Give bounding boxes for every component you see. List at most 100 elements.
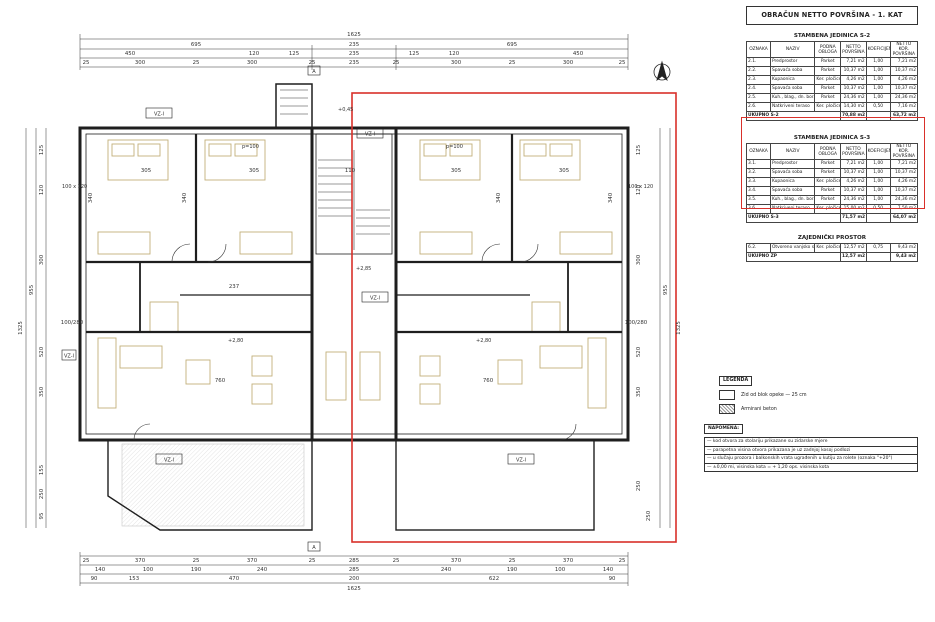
dim-left-seg: 120 (39, 184, 45, 195)
walls (78, 83, 630, 442)
dim-bottom-r3: 153 (129, 576, 139, 582)
dim-bottom-r2: 240 (441, 567, 452, 573)
dim-corridor: 237 (229, 284, 239, 290)
dim-window-small: 100/280 (625, 320, 648, 326)
dim-living-width: 760 (483, 378, 494, 384)
dim-left-mid: 955 (29, 285, 35, 295)
dim-room-height: 340 (496, 192, 502, 203)
dim-bottom-r1: 25 (83, 558, 90, 564)
dim-top-r4: 25 (393, 60, 400, 66)
dim-right-seg: 300 (636, 254, 642, 265)
table-row: 6.2.Otvoreno vanjsko stubišteKer. pločic… (746, 243, 919, 253)
dim-right-seg: 350 (636, 386, 642, 397)
dim-top-r3: 120 (449, 51, 460, 57)
note-item: — kod otvora za stolariju prikazane su z… (705, 438, 917, 447)
legend-item: Zid od blok opeke — 25 cm (719, 390, 919, 400)
header-cell: OZNAKA (746, 41, 771, 58)
dim-left-seg: 125 (39, 145, 45, 155)
dim-top-r4: 25 (193, 60, 200, 66)
dim-top-r4: 235 (349, 60, 359, 66)
dim-bottom-r3: 622 (489, 576, 499, 582)
top-dimension-chain (79, 34, 629, 70)
dim-right-overall: 1325 (676, 321, 682, 335)
window-tag: VZ-I (145, 107, 173, 119)
staircase (280, 89, 390, 250)
notes: NAPOMENA: — kod otvora za stolariju prik… (704, 424, 918, 472)
left-dimension-chain (25, 128, 47, 528)
dim-top-r3: 235 (349, 51, 359, 57)
dim-top-r4: 25 (83, 60, 90, 66)
dim-room-width: 305 (451, 168, 461, 174)
dim-right-mid: 955 (663, 285, 669, 295)
dim-bottom-r2: 140 (95, 567, 106, 573)
svg-text:VZ-I: VZ-I (516, 458, 526, 464)
unit-s2-section: STAMBENA JEDINICA S-2 OZNAKA NAZIV PODNA… (745, 31, 919, 121)
header-cell: NETTO KOR. POVRŠINA (889, 41, 919, 58)
dim-top-r4: 25 (619, 60, 626, 66)
dim-left-seg: 155 (39, 465, 45, 475)
svg-text:VZ-I: VZ-I (370, 296, 380, 302)
dim-top-left: 695 (191, 42, 201, 48)
svg-text:VZ-I: VZ-I (164, 458, 174, 464)
terraces (107, 439, 595, 531)
dim-left-overall: 1325 (18, 321, 24, 335)
door-label: p=100 (446, 144, 463, 150)
svg-text:A: A (312, 545, 316, 551)
section-marker-bottom: A (307, 541, 321, 552)
dim-bottom-r2: 100 (143, 567, 154, 573)
dim-left-seg: 95 (39, 513, 45, 520)
notes-box: — kod otvora za stolariju prikazane su z… (704, 437, 918, 472)
unit-s3-table: OZNAKA NAZIV PODNA OBLOGA NETTO POVRŠINA… (745, 143, 919, 223)
section-marker-top: A (307, 65, 321, 76)
dim-living-width: 760 (215, 378, 226, 384)
dim-bottom-r1: 25 (619, 558, 626, 564)
dim-bottom-r2: 140 (603, 567, 614, 573)
header-cell: NETTO POVRŠINA (840, 41, 867, 58)
dim-top-right: 695 (507, 42, 517, 48)
dim-top-r4: 25 (509, 60, 516, 66)
window-size-label: 100 x 120 (628, 184, 653, 190)
dim-bottom-r1: 25 (193, 558, 200, 564)
dim-bottom-r3: 90 (609, 576, 616, 582)
dim-bottom-r2: 100 (555, 567, 566, 573)
header-cell: NAZIV (769, 41, 816, 58)
section-title: STAMBENA JEDINICA S-3 (793, 135, 871, 141)
note-item: — u slučaju prozora i balkonskih vrata u… (705, 455, 917, 464)
svg-text:VZ-I: VZ-I (64, 354, 74, 360)
area-calculation-panel: OBRAČUN NETTO POVRŠINA - 1. KAT STAMBENA… (745, 6, 919, 262)
dim-right-seg: 125 (636, 145, 642, 155)
legend-item: Armirani beton (719, 404, 919, 414)
brick-wall-swatch-icon (719, 390, 735, 400)
dim-bottom-r2: 190 (507, 567, 518, 573)
level-label-stair: +0,45 (338, 107, 353, 113)
bottom-dimension-chain (79, 552, 629, 586)
dim-bottom-r3: 470 (229, 576, 240, 582)
furniture-layer (97, 139, 613, 409)
dim-top-r4: 300 (247, 60, 258, 66)
header-cell: PODNA OBLOGA (814, 41, 842, 58)
dim-bottom-r1: 370 (451, 558, 462, 564)
window-tag: VZ-I (507, 453, 535, 465)
panel-title: OBRAČUN NETTO POVRŠINA - 1. KAT (746, 6, 918, 25)
dim-bottom-r1: 285 (349, 558, 359, 564)
dim-stair-landing: 110 (345, 168, 356, 174)
dim-bottom-r1: 25 (309, 558, 316, 564)
notes-title: NAPOMENA: (704, 424, 744, 434)
dim-right-seg: 120 (636, 184, 642, 195)
dim-bottom-r1: 370 (247, 558, 258, 564)
dim-bottom-r1: 370 (135, 558, 146, 564)
dim-right-seg: 520 (636, 346, 642, 357)
unit-s3-table-highlight (741, 117, 925, 209)
dim-top-overall: 1625 (347, 32, 361, 38)
note-item: — parapetna visina otvora prikazana je u… (705, 447, 917, 455)
dim-bottom-r1: 25 (393, 558, 400, 564)
window-tag: VZ-I (361, 291, 389, 303)
unit-s3-highlight (351, 92, 677, 543)
dim-top-r3: 125 (409, 51, 419, 57)
dim-top-r3: 125 (289, 51, 299, 57)
dim-window-small: 100/280 (61, 320, 84, 326)
dim-left-seg: 300 (39, 254, 45, 265)
